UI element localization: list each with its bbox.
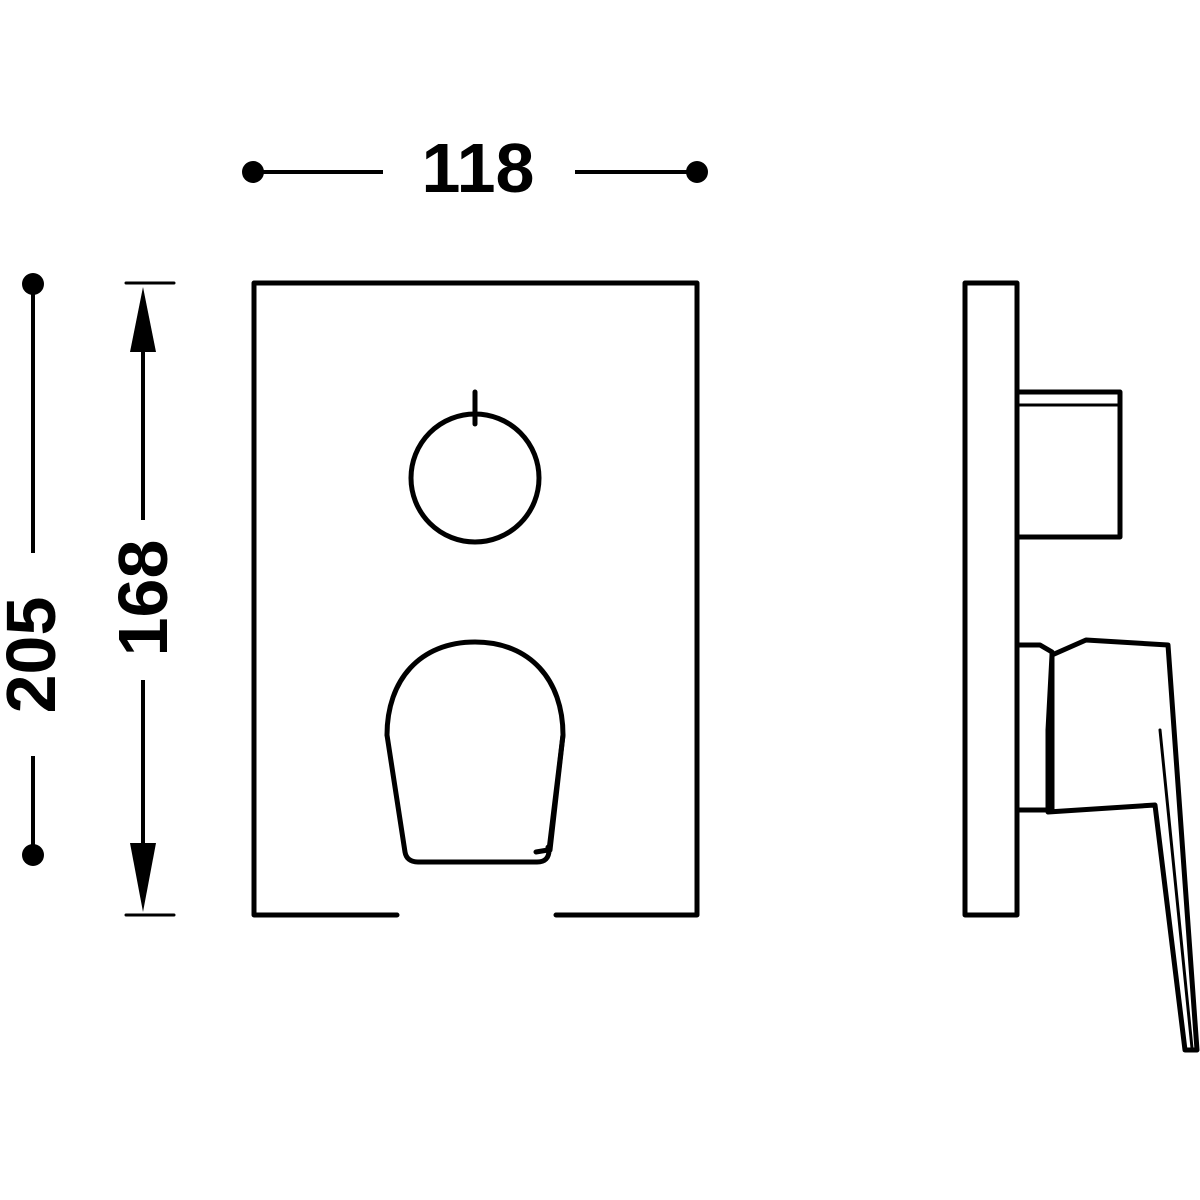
overall-height-bottom-dot bbox=[22, 844, 44, 866]
side-lever-handle bbox=[1045, 637, 1200, 1053]
overall-height-dimension: 205 bbox=[0, 273, 70, 866]
side-cover-plate bbox=[962, 280, 1020, 918]
plate-height-bottom-arrow bbox=[130, 843, 156, 912]
side-lever-base bbox=[1014, 642, 1055, 813]
width-dimension: 118 bbox=[242, 129, 708, 207]
mixer-lever-handle bbox=[384, 639, 566, 855]
plate-height-label: 168 bbox=[104, 540, 182, 657]
overall-height-label: 205 bbox=[0, 597, 70, 714]
width-dimension-right-dot bbox=[686, 161, 708, 183]
side-lever-inner-line bbox=[1158, 728, 1194, 1050]
plate-height-dimension: 168 bbox=[104, 281, 182, 917]
width-dimension-label: 118 bbox=[422, 129, 535, 207]
cover-plate bbox=[251, 280, 700, 918]
diverter-knob bbox=[408, 411, 542, 545]
plate-height-top-arrow bbox=[130, 287, 156, 352]
side-view bbox=[962, 280, 1200, 1053]
front-view bbox=[251, 280, 700, 918]
side-knob-body bbox=[1014, 389, 1123, 540]
mixer-lever-body bbox=[384, 732, 566, 865]
